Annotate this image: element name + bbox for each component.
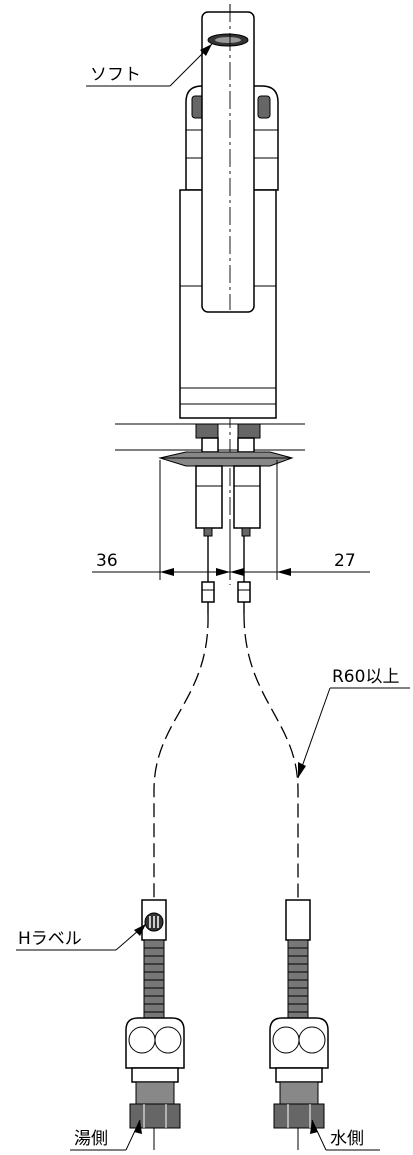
hot-side-label: 湯側 [74,1129,108,1149]
flex-hoses [153,613,299,900]
cold-supply-assembly [269,899,329,1150]
cold-side-leader [310,1119,380,1151]
dimension-left-value: 36 [96,551,118,571]
h-label-leader [16,923,147,951]
min-radius-label: R60以上 [332,667,399,687]
soft-leader [86,43,213,87]
mounting-assembly [158,423,294,614]
dimension-lines [92,460,370,580]
cold-side-label: 水側 [330,1129,364,1149]
dimension-right-value: 27 [334,551,356,571]
hot-supply-assembly [125,899,185,1150]
hot-side-leader [70,1119,142,1151]
faucet-body [179,4,279,419]
h-label-text: Hラベル [18,929,82,949]
soft-label: ソフト [90,65,141,85]
radius-leader [297,687,410,779]
